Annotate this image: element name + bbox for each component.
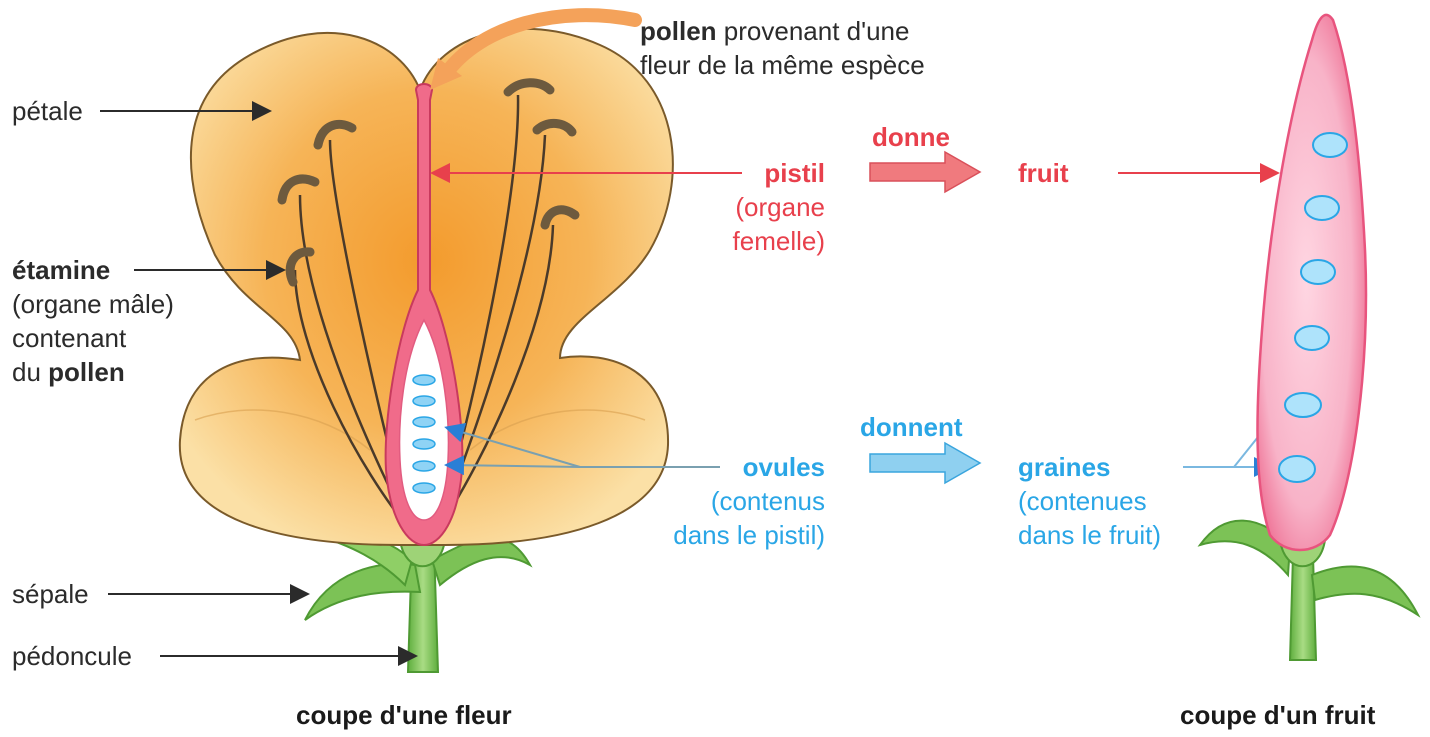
seed	[1285, 393, 1321, 417]
pollen-line2: fleur de la même espèce	[640, 48, 925, 82]
ovule	[413, 461, 435, 471]
etamine-title: étamine	[12, 253, 174, 287]
fruit-sepal-right	[1312, 566, 1418, 615]
label-pedoncule: pédoncule	[12, 639, 132, 673]
pistil-line2: (organe	[700, 190, 825, 224]
pistil-line3: femelle)	[700, 224, 825, 258]
label-fruit: fruit	[1018, 156, 1069, 190]
donnent-arrow	[870, 443, 980, 483]
graines-line3: dans le fruit)	[1018, 518, 1161, 552]
label-petale: pétale	[12, 94, 83, 128]
ovule	[413, 439, 435, 449]
graines-title: graines	[1018, 450, 1161, 484]
ovules-title: ovules	[620, 450, 825, 484]
pollen-line1: pollen provenant d'une	[640, 14, 925, 48]
seed	[1313, 133, 1347, 157]
label-ovules: ovules (contenus dans le pistil)	[620, 450, 825, 552]
fruit-stem	[1290, 555, 1316, 660]
fruit-drawing	[1200, 15, 1418, 660]
seed	[1279, 456, 1315, 482]
donne-arrow	[870, 152, 980, 192]
label-pollen: pollen provenant d'une fleur de la même …	[640, 14, 925, 82]
label-sepale: sépale	[12, 577, 89, 611]
caption-fruit: coupe d'un fruit	[1180, 700, 1375, 731]
ovule	[413, 375, 435, 385]
ovule	[413, 396, 435, 406]
ovule	[413, 483, 435, 493]
flower-drawing	[180, 15, 673, 672]
label-donne: donne	[872, 120, 950, 154]
caption-flower: coupe d'une fleur	[296, 700, 512, 731]
seed	[1295, 326, 1329, 350]
label-pistil: pistil (organe femelle)	[700, 156, 825, 258]
ovule	[413, 417, 435, 427]
seed	[1305, 196, 1339, 220]
etamine-line4: du pollen	[12, 355, 174, 389]
seed	[1301, 260, 1335, 284]
ovules-line2: (contenus	[620, 484, 825, 518]
label-donnent: donnent	[860, 410, 963, 444]
label-etamine: étamine (organe mâle) contenant du polle…	[12, 253, 174, 389]
pistil-title: pistil	[700, 156, 825, 190]
graines-line2: (contenues	[1018, 484, 1161, 518]
ovules-line3: dans le pistil)	[620, 518, 825, 552]
etamine-line3: contenant	[12, 321, 174, 355]
label-graines: graines (contenues dans le fruit)	[1018, 450, 1161, 552]
etamine-line2: (organe mâle)	[12, 287, 174, 321]
